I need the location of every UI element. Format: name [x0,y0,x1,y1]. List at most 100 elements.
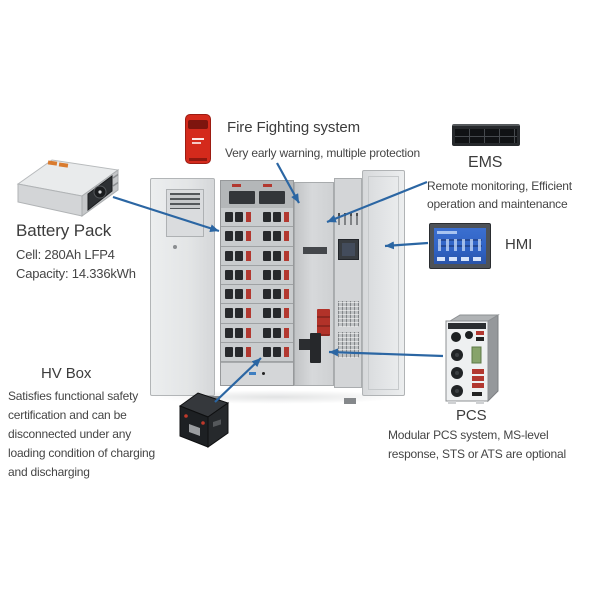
module-cell [263,212,271,223]
module-cell [225,289,233,300]
battery-module-group [263,346,289,357]
module-red-connector [284,231,289,242]
junction-box [299,339,310,350]
fire-device-text-line [192,142,201,144]
module-cell [263,346,271,357]
door-vent-louver [166,189,204,237]
hmi-screen-buttons [437,257,483,261]
module-cell [225,346,233,357]
battery-pack-title: Battery Pack [16,221,112,240]
battery-module-group [263,289,289,300]
battery-module-group [263,212,289,223]
module-cell [263,289,271,300]
module-cell [225,269,233,280]
battery-rack [220,180,294,386]
module-cell [235,231,243,242]
rack-display-panels [221,191,293,204]
control-blue-port [249,372,256,375]
fire-device-text-line [192,138,204,140]
hmi-title: HMI [505,236,533,253]
hmi-screen-widgets [438,239,482,251]
module-cell [263,250,271,261]
battery-module-group [225,327,251,338]
battery-module-group [263,269,289,280]
module-red-connector [284,346,289,357]
module-cell [273,212,281,223]
module-red-connector [246,308,251,319]
control-button-dot [262,372,265,375]
pcs-module-image [444,313,502,407]
module-cell [263,231,271,242]
module-cell [273,308,281,319]
cabinet-right-door [362,170,405,396]
module-red-connector [284,327,289,338]
bay-label-bar [303,247,327,254]
module-cell [225,308,233,319]
module-red-connector [284,250,289,261]
breaker-contactors [317,309,330,336]
hmi-screen [434,228,486,264]
hmi-screen-titlebar [437,231,457,234]
module-cell [273,269,281,280]
battery-cell-spec: Cell: 280Ah LFP4 [16,247,115,262]
battery-module-row [221,285,293,305]
cabinet-left-door [150,178,215,396]
fire-system-description: Very early warning, multiple protection [225,146,420,160]
module-cell [273,289,281,300]
hv-box-description: Satisfies functional safety certificatio… [8,389,155,479]
battery-module-row [221,323,293,343]
module-cell [273,346,281,357]
ems-title: EMS [468,154,503,171]
center-bay [294,182,334,386]
module-cell [235,346,243,357]
battery-cabinet [148,170,406,404]
vent-grid-lower [338,332,359,358]
right-equipment-column [334,178,362,388]
hv-box-image [176,390,230,450]
battery-module-row [221,246,293,266]
module-red-connector [246,289,251,300]
module-cell [273,231,281,242]
module-cell [225,250,233,261]
module-cell [225,327,233,338]
battery-pack-specs: Cell: 280Ah LFP4 Capacity: 14.336kWh [16,246,136,283]
fire-device-label-band [188,120,208,129]
louver-slats [170,193,200,209]
pcs-title: PCS [456,407,487,424]
module-red-connector [284,289,289,300]
battery-rack-rows [221,208,293,362]
module-red-connector [284,269,289,280]
battery-module-row [221,304,293,324]
module-red-connector [246,327,251,338]
breaker-body [310,333,321,363]
module-cell [235,250,243,261]
fire-system-title: Fire Fighting system [227,119,361,136]
module-cell [263,327,271,338]
pcs-module-icon [445,314,500,404]
battery-capacity-spec: Capacity: 14.336kWh [16,265,136,281]
battery-module-row [221,227,293,247]
module-red-connector [246,231,251,242]
battery-module-row [221,342,293,362]
battery-pack-image [12,150,124,218]
pcs-description: Modular PCS system, MS-level response, S… [388,428,566,461]
module-cell [225,231,233,242]
module-cell [263,269,271,280]
battery-module-group [263,308,289,319]
module-red-connector [246,212,251,223]
hv-box-icon [178,392,230,448]
battery-module-group [225,231,251,242]
battery-module-group [263,250,289,261]
module-cell [235,327,243,338]
battery-module-group [225,250,251,261]
module-cell [235,289,243,300]
battery-pack-icon [16,159,120,217]
module-cell [235,269,243,280]
vent-grid-upper [338,301,359,327]
module-cell [235,308,243,319]
battery-module-row [221,265,293,285]
battery-module-group [225,289,251,300]
fire-device-base [189,158,207,161]
server-drive-bays [455,129,517,143]
